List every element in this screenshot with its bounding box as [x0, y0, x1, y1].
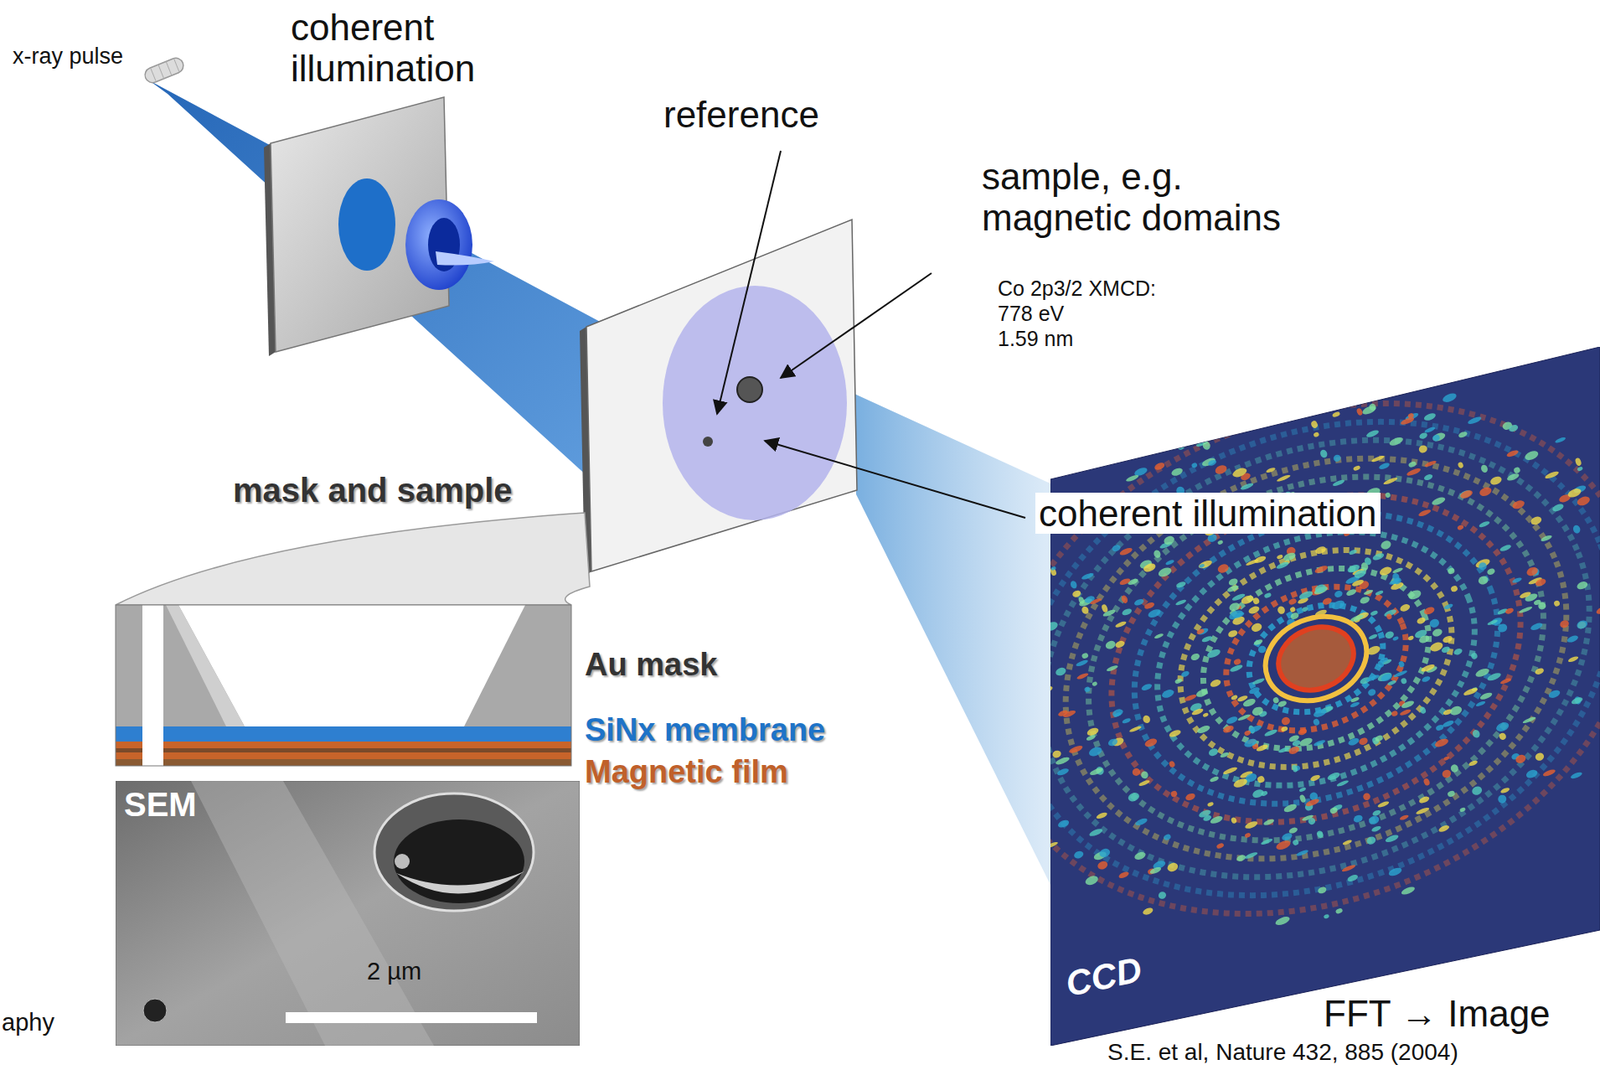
coherent-wavefront: [405, 199, 495, 290]
layer-label: Au mask: [584, 646, 718, 683]
edge-label: Co 2p3/2 XMCD:: [997, 276, 1157, 300]
scattered-beam: [854, 393, 1053, 888]
wavelength-label: 1.59 nm: [997, 326, 1074, 351]
zoom-cone: [115, 512, 590, 605]
sem-image: SEM 2 µm: [115, 780, 580, 1046]
reference-label: reference: [663, 93, 820, 135]
panel-title: SEM: [123, 785, 197, 823]
illuminated-area: [662, 285, 847, 521]
ccd-detector: CCD: [1050, 346, 1600, 1046]
scale-label: 2 µm: [366, 958, 422, 986]
reference-hole: [702, 436, 713, 447]
leader-arrow: [780, 273, 932, 378]
node-outline: [1050, 346, 1600, 1046]
leader-arrow: [764, 440, 1026, 518]
source-label: x-ray pulse: [12, 43, 124, 69]
illumination-label: coherent illumination: [1035, 492, 1381, 534]
leader-lines: [717, 150, 1026, 518]
sample-aperture: [737, 376, 763, 403]
leader-arrow: [717, 150, 781, 414]
pulse-icon: [142, 56, 186, 86]
energy-label: 778 eV: [997, 301, 1064, 326]
cut-off-text: aphy: [1, 1010, 55, 1035]
sample-label: sample, e.g. magnetic domains: [981, 155, 1342, 239]
processing-note: FFT → Image: [1323, 995, 1551, 1033]
layer-cross-section: [115, 604, 572, 766]
aperture-hole: [338, 178, 396, 271]
layer-label: Magnetic film: [584, 753, 789, 790]
x-ray-beam: [149, 80, 656, 538]
layer-label: SiNx membrane: [584, 712, 826, 749]
section-title: mask and sample: [232, 471, 513, 510]
citation: S.E. et al, Nature 432, 885 (2004): [1107, 1040, 1459, 1064]
illumination-label: coherent illumination: [290, 6, 542, 90]
